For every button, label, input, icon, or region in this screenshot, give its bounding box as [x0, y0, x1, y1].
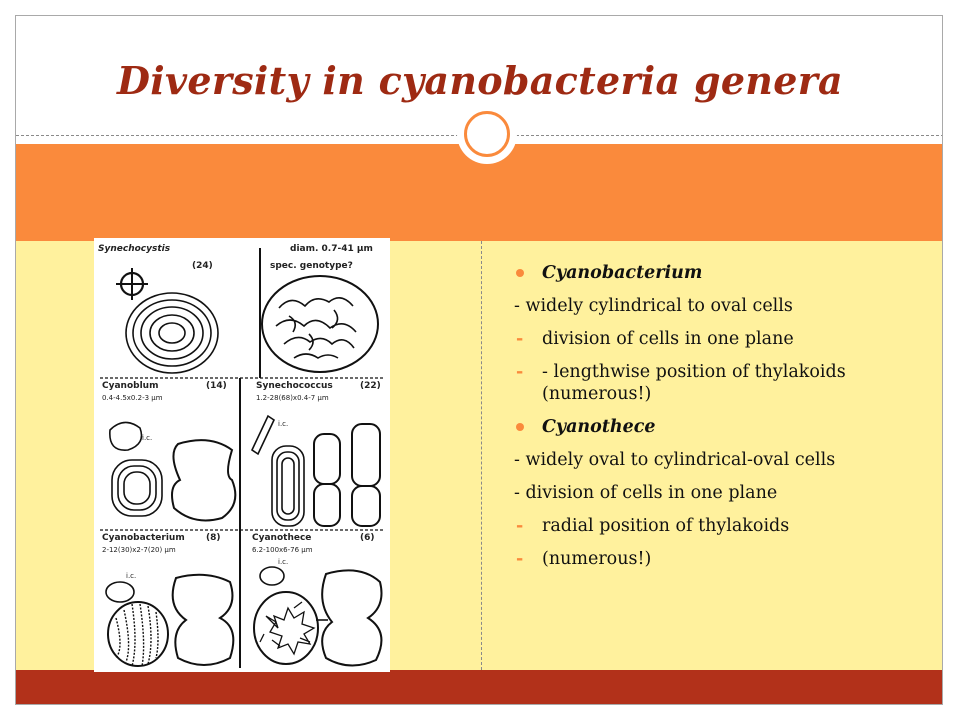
- panel-2-number: (14): [206, 381, 227, 391]
- list-item: - widely cylindrical to oval cells: [514, 296, 793, 316]
- cyanobacteria-figure: Synechocystis (24) diam. 0.7-41 µm spec.…: [94, 238, 390, 672]
- panel-5-size: 6.2-100x6-76 µm: [252, 546, 313, 554]
- genus-heading: Cyanothece: [542, 417, 656, 437]
- bullet-icon: [516, 269, 524, 277]
- bullet-icon: [516, 423, 524, 431]
- panel-2-ic-label: i.c.: [142, 434, 152, 442]
- panel-1-size: diam. 0.7-41 µm: [290, 244, 373, 254]
- list-item: Cyanobacterium: [514, 262, 924, 284]
- genus-heading: Cyanobacterium: [542, 263, 703, 283]
- svg-text:i.c.: i.c.: [278, 420, 288, 428]
- list-item: Cyanothece: [514, 416, 924, 438]
- panel-4-size: 2-12(30)x2-7(20) µm: [102, 546, 176, 554]
- panel-1-number: (24): [192, 261, 213, 271]
- circle-icon: [464, 111, 510, 157]
- slide-title: Diversity in cyanobacteria genera: [117, 58, 843, 103]
- panel-4-genus: Cyanobacterium: [102, 533, 185, 543]
- dash-icon: -: [516, 362, 524, 382]
- svg-text:i.c.: i.c.: [278, 558, 288, 566]
- svg-text:i.c.: i.c.: [126, 572, 136, 580]
- panel-3-size: 1.2-28(68)x0.4-7 µm: [256, 394, 329, 402]
- content-list: Cyanobacterium - widely cylindrical to o…: [514, 262, 924, 570]
- panel-4-number: (8): [206, 533, 221, 543]
- panel-1-genus: Synechocystis: [98, 244, 171, 254]
- cyanobacteria-drawing: Synechocystis (24) diam. 0.7-41 µm spec.…: [98, 244, 384, 668]
- column-divider: [481, 241, 482, 670]
- dash-icon: -: [516, 329, 524, 349]
- dash-icon: -: [516, 516, 524, 536]
- list-item: - widely oval to cylindrical-oval cells: [514, 450, 836, 470]
- footer-band: [16, 670, 942, 704]
- list-item: - - lengthwise position of thylakoids (n…: [516, 362, 846, 404]
- panel-3-genus: Synechococcus: [256, 381, 333, 391]
- panel-5-genus: Cyanothece: [252, 533, 311, 543]
- dash-icon: -: [516, 549, 524, 569]
- panel-3-number: (22): [360, 381, 381, 391]
- panel-2-genus: Cyanoblum: [102, 381, 158, 391]
- panel-2-size: 0.4-4.5x0.2-3 µm: [102, 394, 163, 402]
- slide: Diversity in cyanobacteria genera Synech…: [15, 15, 943, 705]
- panel-5-number: (6): [360, 533, 375, 543]
- list-item: - radial position of thylakoids: [516, 516, 790, 536]
- list-item: - (numerous!): [516, 549, 652, 569]
- list-item: - division of cells in one plane: [514, 483, 778, 503]
- list-item: - division of cells in one plane: [516, 329, 794, 349]
- panel-1-note: spec. genotype?: [270, 261, 353, 271]
